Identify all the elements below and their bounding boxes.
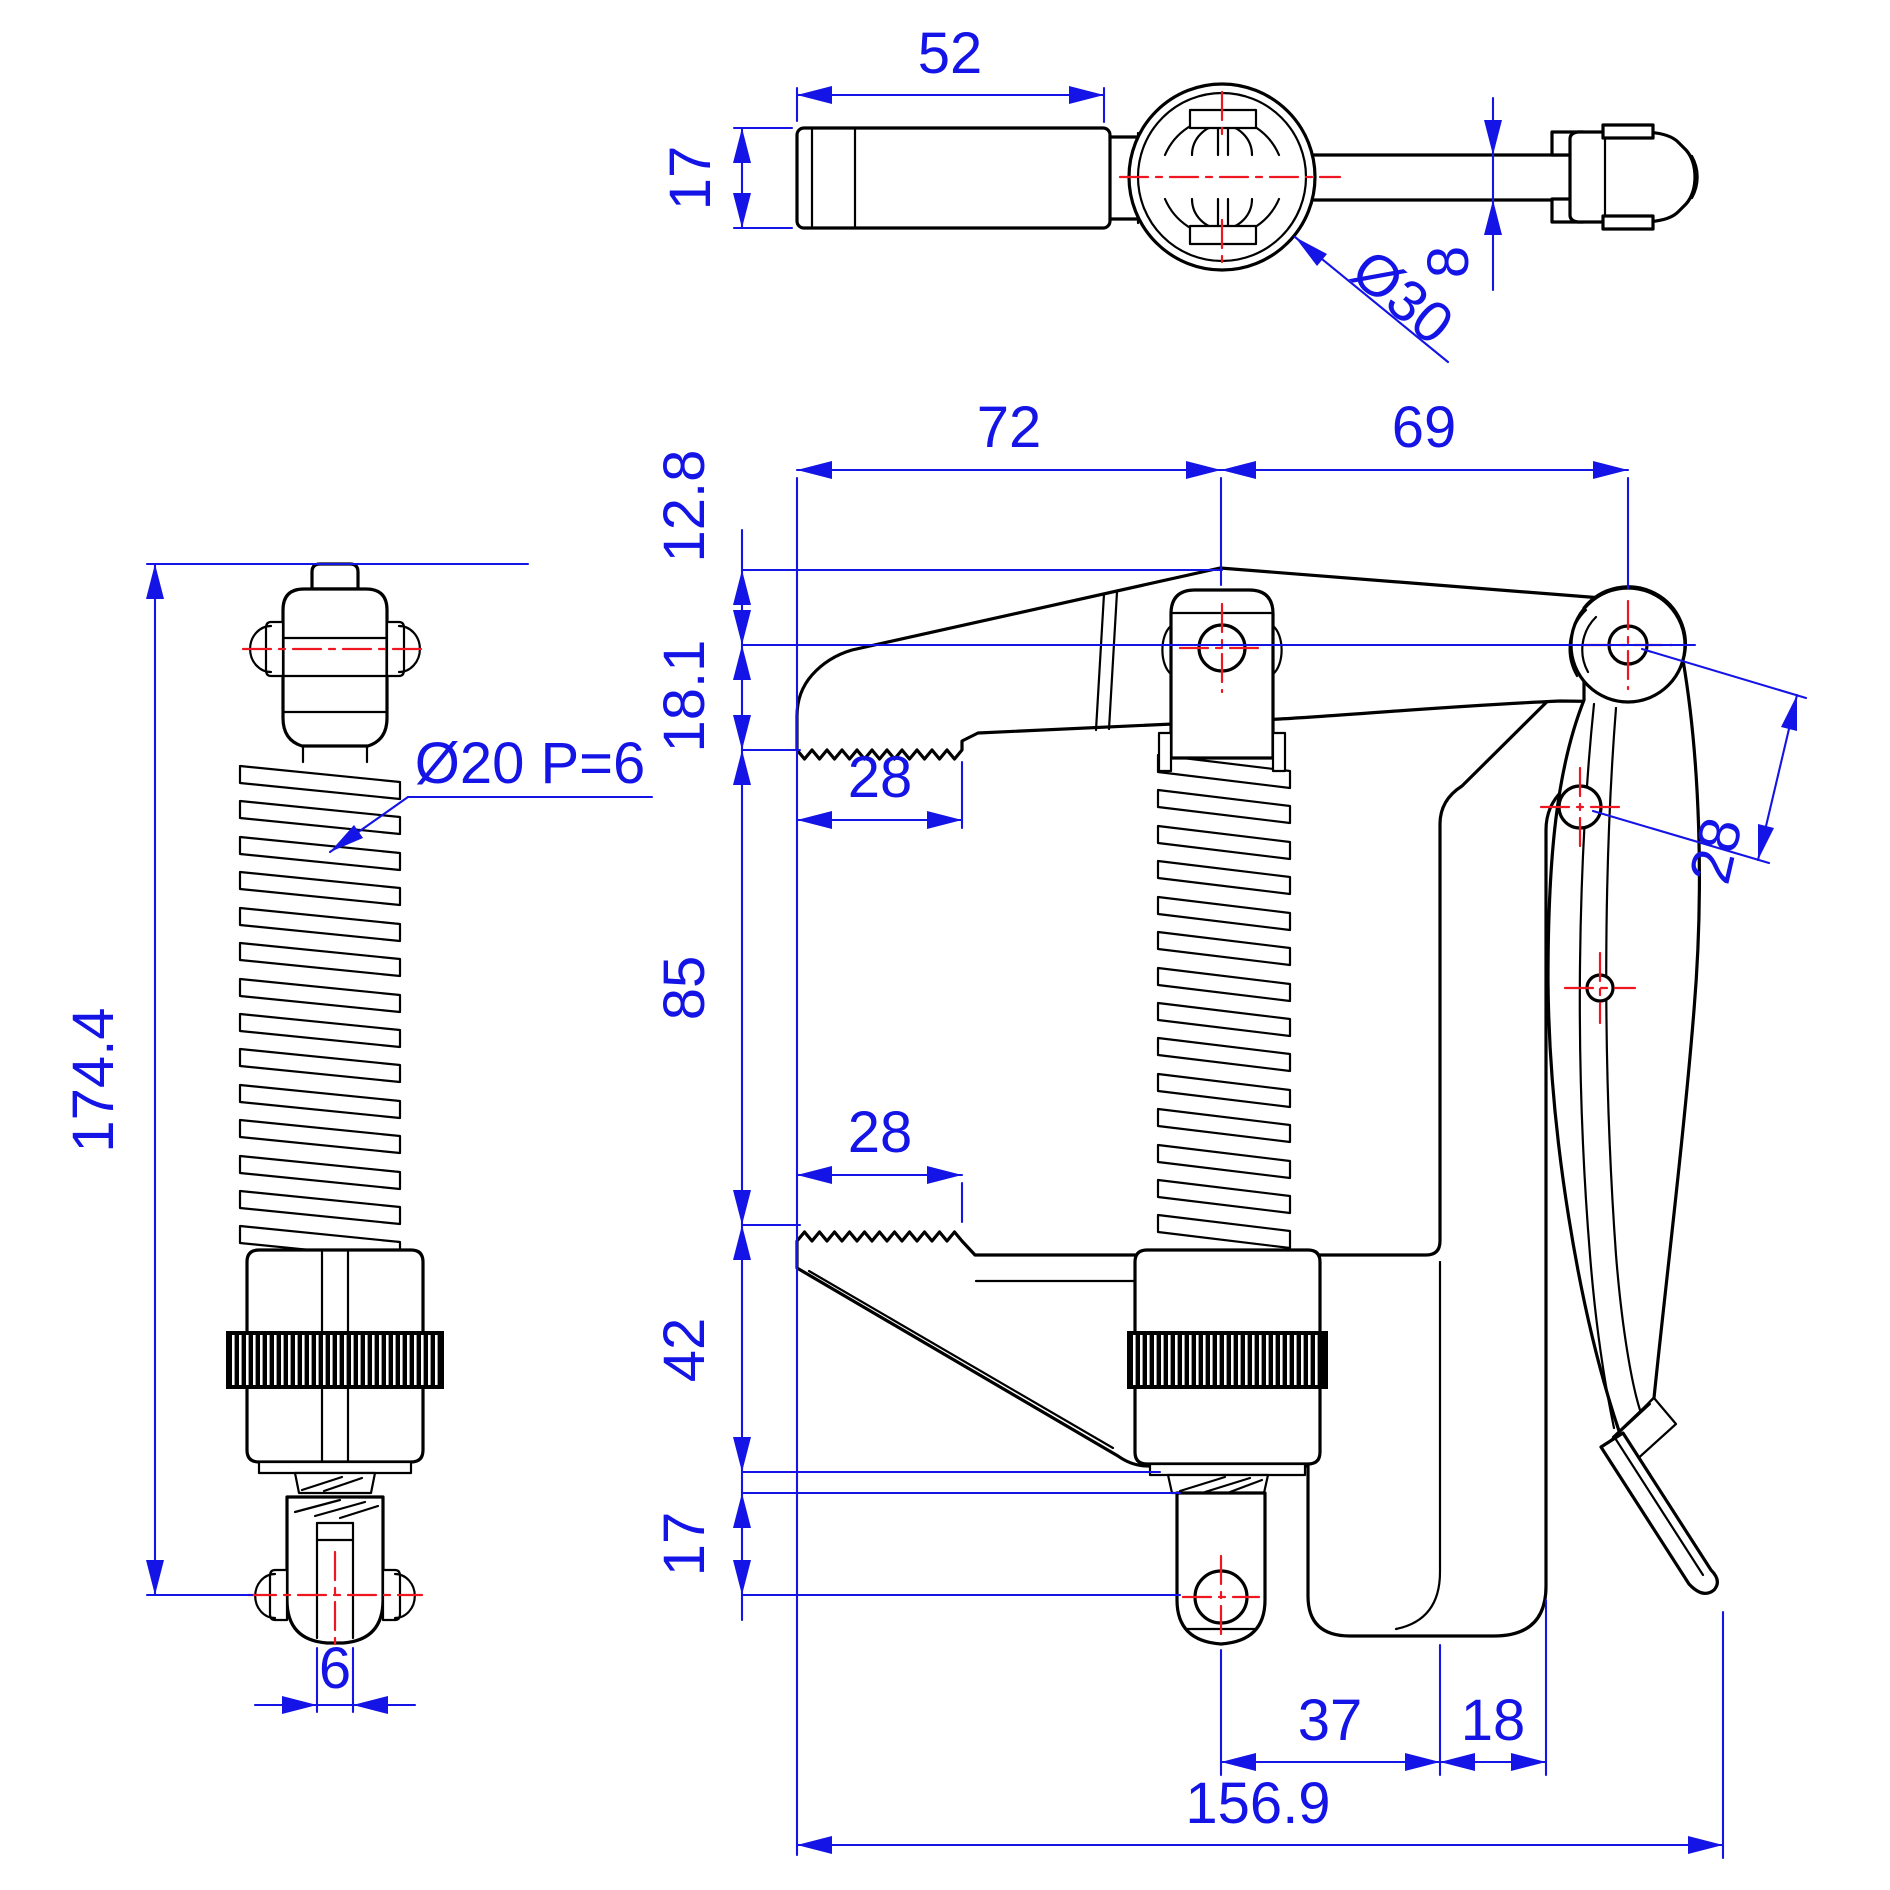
dim-base-span-inner: 37: [1298, 1688, 1363, 1753]
dim-opening-height: 85: [652, 956, 717, 1021]
dim-handle-hole-offset: 28: [1677, 812, 1755, 889]
dim-handle-length: 52: [918, 21, 983, 86]
top-view: 52 17 Ø30 8: [658, 21, 1699, 364]
roller-end: [1550, 123, 1699, 231]
top-view-centerlines: [1118, 90, 1342, 264]
dim-pivot-span-right: 69: [1392, 395, 1457, 460]
side-view-centerlines: [241, 647, 429, 1650]
dim-spindle-thread: Ø20 P=6: [415, 731, 646, 796]
dim-lower-jaw-width: 28: [848, 1100, 913, 1165]
spring-thread-side: [238, 764, 402, 1261]
dim-pivot-span-left: 72: [977, 395, 1042, 460]
dim-overall-height: 174.4: [61, 1007, 126, 1152]
dim-base-span-edge: 18: [1461, 1688, 1526, 1753]
side-view: 174.4 Ø20 P=6 6: [61, 562, 654, 1714]
handle-lever: [1546, 585, 1702, 1436]
dim-overall-width: 156.9: [1185, 1771, 1330, 1836]
spring-thread-front: [1156, 753, 1292, 1250]
handle-grip: [795, 126, 1142, 230]
dim-leg-height: 42: [652, 1318, 717, 1383]
clamp-frame: [795, 666, 1676, 1638]
side-view-dimensions: 174.4 Ø20 P=6 6: [61, 562, 654, 1714]
front-view-dimensions: 72 69 12.8 18.1 85 42 17: [652, 395, 1808, 1860]
dim-upper-jaw-width: 28: [848, 745, 913, 810]
front-view-centerlines: [1178, 599, 1674, 1642]
dim-jaw-drop: 18.1: [652, 640, 717, 753]
spindle-top-clevis: [249, 562, 421, 764]
dim-clevis-slot-width: 6: [319, 1636, 351, 1701]
dim-top-offset: 12.8: [652, 450, 717, 563]
release-latch: [1599, 1396, 1719, 1595]
dim-handle-height: 17: [658, 146, 723, 211]
dim-arm-thickness: 8: [1416, 246, 1481, 278]
adjust-collar-front: [1127, 1248, 1328, 1495]
front-view: 72 69 12.8 18.1 85 42 17: [652, 395, 1808, 1860]
adjust-collar-side: [226, 1248, 444, 1495]
dim-foot-height: 17: [652, 1512, 717, 1577]
